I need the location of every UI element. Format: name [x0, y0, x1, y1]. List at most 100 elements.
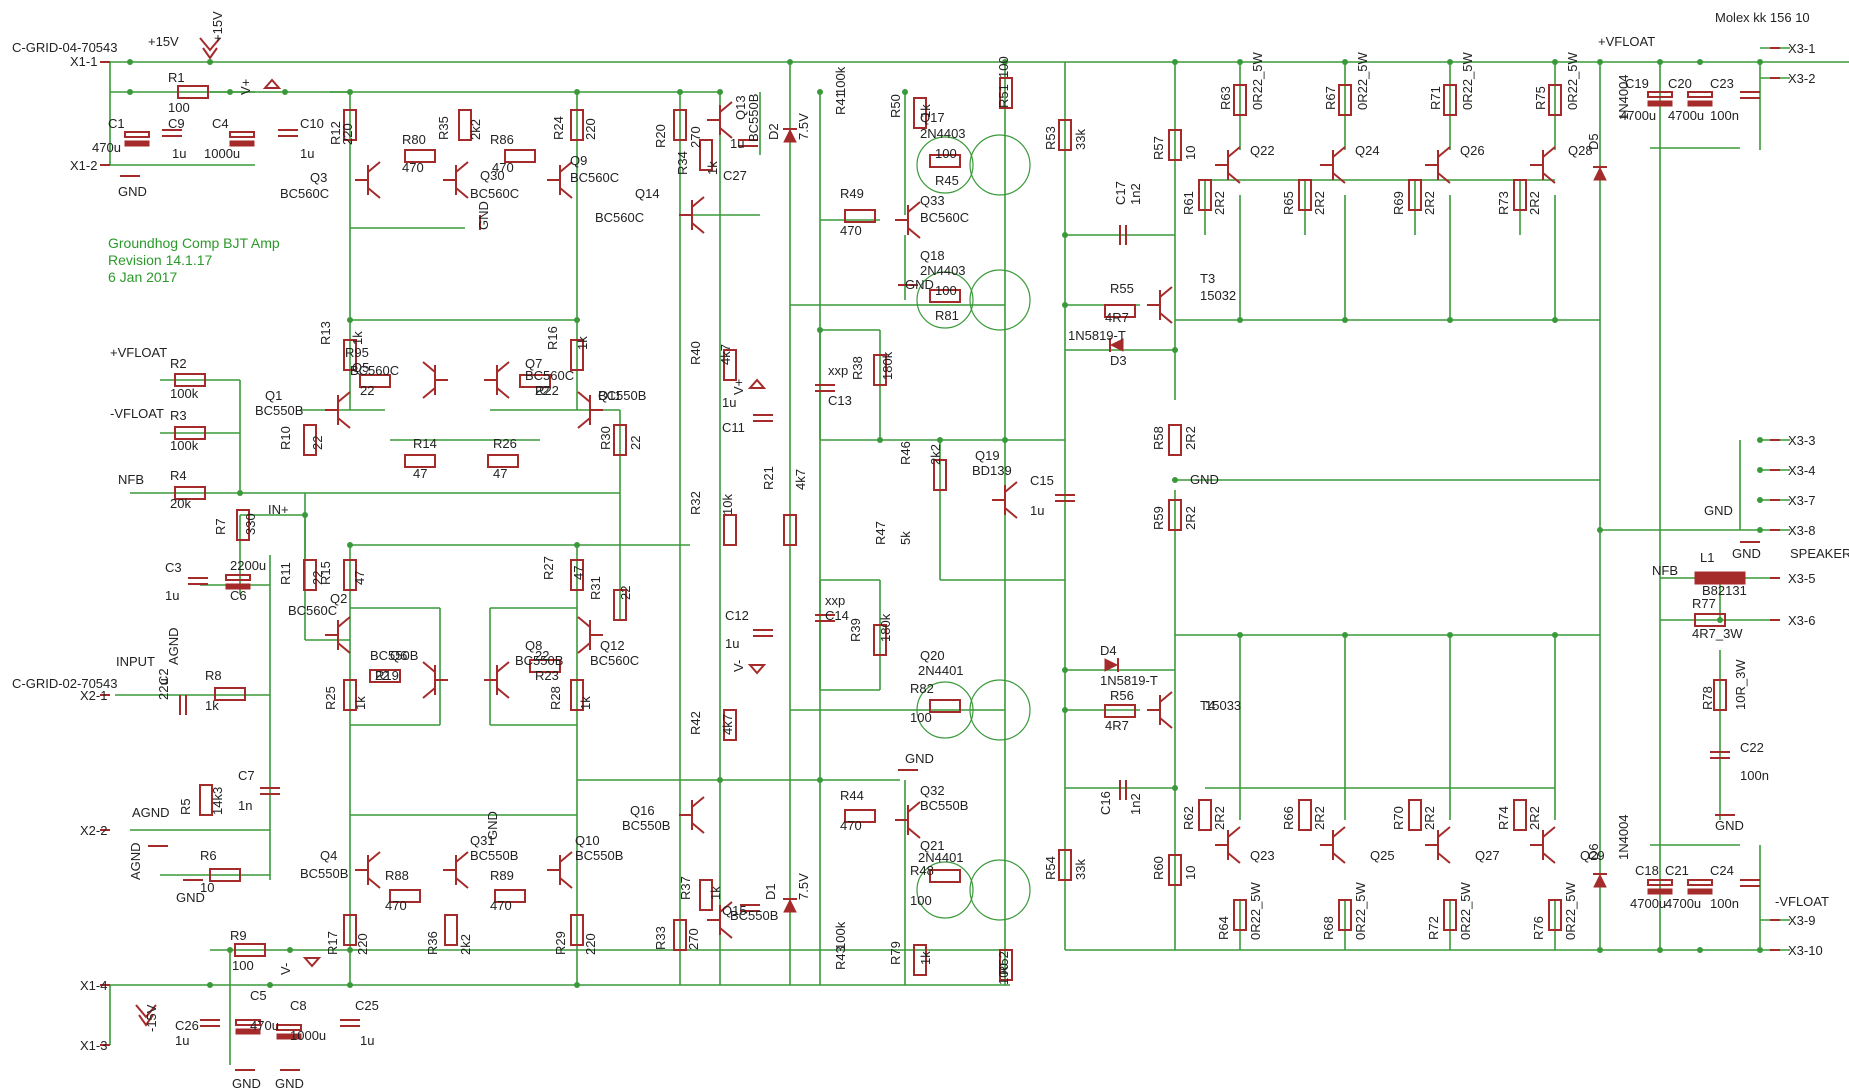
r26-ref: R26	[493, 436, 517, 451]
r58-ref: R58	[1151, 426, 1166, 450]
r33-ref: R33	[653, 926, 668, 950]
r42-value: 4k7	[720, 714, 735, 735]
net-gnd-5: GND	[905, 277, 934, 292]
net-agnd: AGND	[132, 805, 170, 820]
c21-value: 4700u	[1665, 896, 1701, 911]
net-input: INPUT	[116, 654, 155, 669]
r4-ref: R4	[170, 468, 187, 483]
c9-value: 1u	[172, 146, 186, 161]
r52-ref: R52	[996, 951, 1011, 975]
c27-ref: C27	[723, 168, 747, 183]
net-gnd-6: GND	[905, 751, 934, 766]
r41-value: 100k	[833, 66, 848, 95]
net-vfloat-p-right: +VFLOAT	[1598, 34, 1655, 49]
r59-value: 2R2	[1183, 506, 1198, 530]
electrolytic-caps	[124, 91, 1713, 1040]
net-gnd-c22: GND	[1715, 818, 1744, 833]
net-agnd-c3: AGND	[166, 627, 181, 665]
connector-x1-2: X1-2	[70, 158, 97, 173]
r13-value: 1k	[350, 331, 365, 345]
r2-ref: R2	[170, 356, 187, 371]
supply-rails	[109, 61, 1849, 1065]
r88-ref: R88	[385, 868, 409, 883]
r50-ref: R50	[888, 94, 903, 118]
r68-ref: R68	[1321, 916, 1336, 940]
connector-x1-1: X1-1	[70, 54, 97, 69]
r71-value: 0R22_5W	[1460, 51, 1475, 110]
net-vminus: V-	[278, 963, 293, 975]
design-title: Groundhog Comp BJT Amp	[108, 235, 280, 251]
r32-ref: R32	[688, 491, 703, 515]
r50-value: 1k	[918, 104, 933, 118]
r22-value: 22	[535, 383, 549, 398]
net-gnd-mid: GND	[1190, 472, 1219, 487]
r51-ref: R51	[996, 84, 1011, 108]
net-p15: +15V	[148, 34, 179, 49]
r69-ref: R69	[1391, 191, 1406, 215]
r68-value: 0R22_5W	[1353, 881, 1368, 940]
r81-value: 100	[935, 283, 957, 298]
r37-ref: R37	[678, 876, 693, 900]
r75-ref: R75	[1533, 86, 1548, 110]
r59-ref: R59	[1151, 506, 1166, 530]
r20-ref: R20	[653, 124, 668, 148]
output-transistor-outlines	[916, 134, 1031, 921]
r77-value: 4R7_3W	[1692, 626, 1743, 641]
d1-ref: D1	[763, 883, 778, 900]
net-gnd-8: GND	[485, 811, 500, 840]
q31-value: BC550B	[470, 848, 518, 863]
connector-cgrid-04: C-GRID-04-70543	[12, 40, 118, 55]
r38-ref: R38	[850, 356, 865, 380]
q20-value: 2N4401	[918, 663, 964, 678]
r63-ref: R63	[1218, 86, 1233, 110]
net-p15-vertical: +15V	[210, 11, 225, 42]
net-gnd-2: GND	[232, 1076, 261, 1088]
r12-value: 220	[340, 123, 355, 145]
net-gnd-3: GND	[275, 1076, 304, 1088]
q33-value: BC560C	[920, 210, 969, 225]
q8-value: BC550B	[515, 653, 563, 668]
r53-value: 33k	[1073, 129, 1088, 150]
r86-ref: R86	[490, 132, 514, 147]
c3-value: 1u	[165, 588, 179, 603]
r24-ref: R24	[551, 116, 566, 140]
c9-ref: C9	[168, 116, 185, 131]
r95-value: 22	[360, 383, 374, 398]
c26-ref: C26	[175, 1018, 199, 1033]
net-vfloat-p-left: +VFLOAT	[110, 345, 167, 360]
connector-pins	[100, 47, 1780, 1046]
c12-ref: C12	[725, 608, 749, 623]
l1-ref: L1	[1700, 550, 1714, 565]
r89-ref: R89	[490, 868, 514, 883]
c7-value: 1n	[238, 798, 252, 813]
r48-value: 100	[910, 893, 932, 908]
r79-value: 1k	[918, 951, 933, 965]
r35-value: 2k2	[468, 119, 483, 140]
d3-ref: D3	[1110, 353, 1127, 368]
net-m15: -15V	[144, 1004, 159, 1032]
r95-ref: R95	[345, 345, 369, 360]
signal-wires	[115, 47, 1790, 985]
t4-ref: T4	[1200, 698, 1215, 713]
r25-value: 1k	[353, 696, 368, 710]
c18-value: 4700u	[1630, 896, 1666, 911]
r32-value: 10k	[720, 494, 735, 515]
r8-value: 1k	[205, 698, 219, 713]
q25-ref: Q25	[1370, 848, 1395, 863]
connector-x3-9: X3-9	[1788, 913, 1815, 928]
q18-value: 2N4403	[920, 263, 966, 278]
connector-cgrid-02: C-GRID-02-70543	[12, 676, 118, 691]
r65-ref: R65	[1281, 191, 1296, 215]
c4-value: 1000u	[204, 146, 240, 161]
t3-value: 15032	[1200, 288, 1236, 303]
r37-value: 1k	[708, 886, 723, 900]
r64-value: 0R22_5W	[1248, 881, 1263, 940]
q8-ref: Q8	[525, 638, 542, 653]
r74-ref: R74	[1496, 806, 1511, 830]
q13-value: BC550B	[746, 94, 761, 142]
r76-value: 0R22_5W	[1563, 881, 1578, 940]
c25-ref: C25	[355, 998, 379, 1013]
l1-value: B82131	[1702, 583, 1747, 598]
c12-value: 1u	[725, 636, 739, 651]
